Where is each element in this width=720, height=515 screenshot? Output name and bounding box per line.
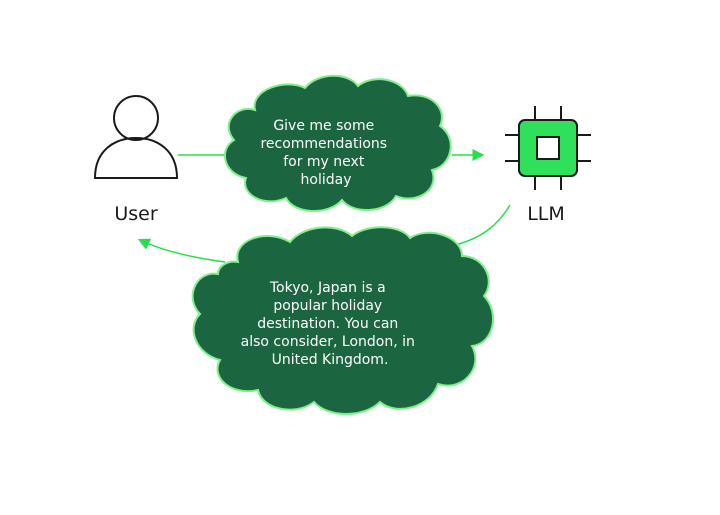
user-label: User bbox=[114, 203, 157, 225]
request-line: holiday bbox=[301, 172, 352, 188]
response-message: Tokyo, Japan is a popular holiday destin… bbox=[241, 280, 420, 368]
person-icon bbox=[93, 95, 179, 179]
response-arrow bbox=[137, 238, 226, 263]
response-line: popular holiday bbox=[273, 298, 382, 314]
response-connector bbox=[454, 204, 511, 246]
request-line: recommendations bbox=[260, 136, 387, 152]
request-line: Give me some bbox=[273, 118, 374, 134]
request-cloud bbox=[224, 74, 452, 213]
response-line: Tokyo, Japan is a bbox=[269, 280, 386, 296]
response-line: destination. You can bbox=[257, 316, 398, 332]
response-line: United Kingdom. bbox=[272, 352, 389, 368]
request-message: Give me some recommendations for my next… bbox=[260, 118, 391, 188]
request-line: for my next bbox=[283, 154, 365, 170]
chip-icon bbox=[505, 106, 591, 190]
response-line: also consider, London, in bbox=[241, 334, 415, 350]
response-cloud bbox=[191, 226, 494, 415]
llm-label: LLM bbox=[527, 203, 565, 225]
